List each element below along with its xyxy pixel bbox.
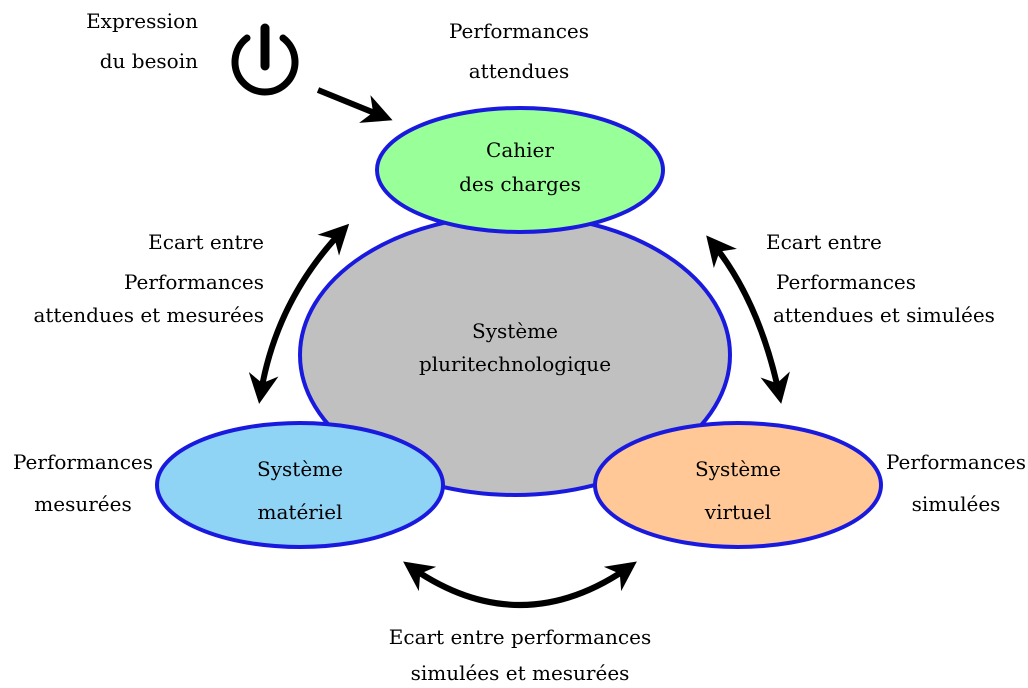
perf-attendues-label-2: attendues bbox=[469, 59, 570, 83]
cahier-des-charges-node bbox=[375, 106, 665, 234]
perf-simulees-label-2: simulées bbox=[912, 492, 1001, 516]
perf-mesurees-label-1: Performances bbox=[13, 450, 153, 474]
ecart-bas-label-2: simulées et mesurées bbox=[411, 661, 630, 685]
perf-mesurees-label-2: mesurées bbox=[34, 492, 131, 516]
expression-label-1: Expression bbox=[86, 9, 198, 33]
ecart-bas-arrow bbox=[403, 561, 637, 608]
cahier-label-1: Cahier bbox=[486, 138, 554, 162]
ecart-gauche-label-3: attendues et mesurées bbox=[33, 303, 264, 327]
systeme-materiel-node bbox=[155, 421, 445, 549]
virtuel-label-2: virtuel bbox=[704, 500, 771, 524]
expression-arrow bbox=[316, 87, 393, 123]
ecart-gauche-arrow bbox=[248, 223, 350, 404]
ecart-bas-label-1: Ecart entre performances bbox=[389, 625, 651, 649]
ecart-droite-label-2: Performances bbox=[776, 270, 916, 294]
perf-simulees-label-1: Performances bbox=[886, 450, 1026, 474]
ecart-gauche-label-1: Ecart entre bbox=[148, 230, 264, 254]
cahier-label-2: des charges bbox=[459, 172, 581, 196]
systeme-virtuel-node bbox=[593, 421, 883, 549]
ecart-droite-label-3: attendues et simulées bbox=[773, 303, 995, 327]
systeme-label-1: Système bbox=[472, 319, 558, 343]
ecart-droite-arrow bbox=[706, 235, 790, 404]
virtuel-label-1: Système bbox=[695, 457, 781, 481]
power-icon bbox=[231, 23, 299, 96]
materiel-label-2: matériel bbox=[258, 500, 343, 524]
materiel-label-1: Système bbox=[257, 457, 343, 481]
ecart-droite-label-1: Ecart entre bbox=[766, 230, 882, 254]
ecart-gauche-label-2: Performances bbox=[124, 270, 264, 294]
expression-label-2: du besoin bbox=[100, 49, 198, 73]
systeme-label-2: pluritechnologique bbox=[419, 352, 611, 376]
perf-attendues-label-1: Performances bbox=[449, 19, 589, 43]
